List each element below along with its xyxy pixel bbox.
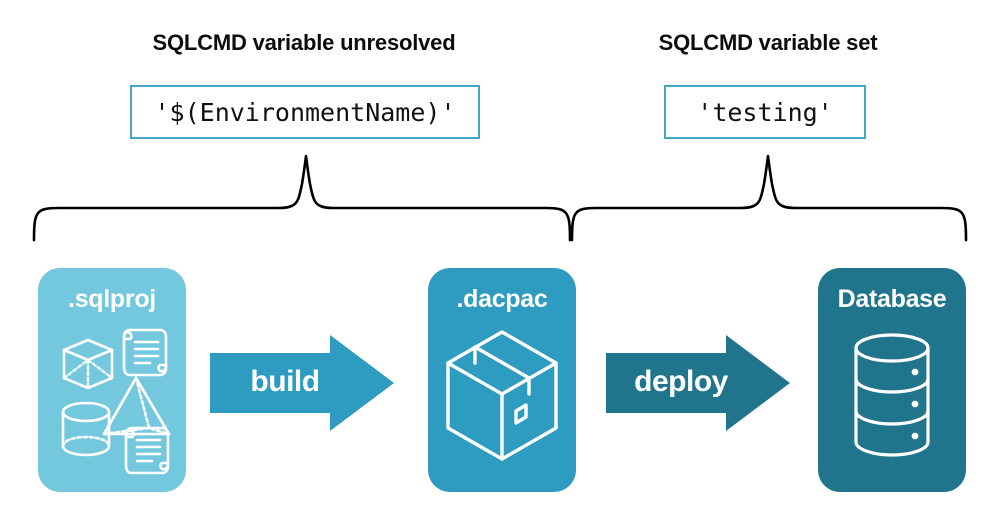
artifact-label-dacpac: .dacpac (456, 285, 548, 313)
code-box-environment-name: '$(EnvironmentName)' (130, 85, 480, 139)
pyramid-icon (102, 376, 171, 436)
sqlproj-icon-group (61, 328, 171, 475)
brace-right (570, 154, 968, 242)
section-title-left: SQLCMD variable unresolved (152, 30, 456, 55)
arrow-deploy (606, 335, 790, 431)
scroll-icon (122, 328, 168, 377)
cube-icon (62, 338, 114, 390)
code-box-testing: 'testing' (664, 85, 866, 139)
cylinder-icon (61, 401, 111, 457)
scroll-icon (124, 426, 170, 475)
artifact-label-database: Database (837, 285, 947, 313)
artifact-database: Database (818, 268, 966, 492)
artifact-sqlproj: .sqlproj (38, 268, 186, 492)
database-cylinder-icon (854, 333, 930, 457)
artifact-dacpac: .dacpac (428, 268, 576, 492)
brace-left (32, 154, 572, 242)
artifact-label-sqlproj: .sqlproj (68, 285, 156, 313)
section-title-right: SQLCMD variable set (658, 30, 878, 55)
arrow-build (210, 335, 394, 431)
package-box-icon (446, 330, 558, 461)
